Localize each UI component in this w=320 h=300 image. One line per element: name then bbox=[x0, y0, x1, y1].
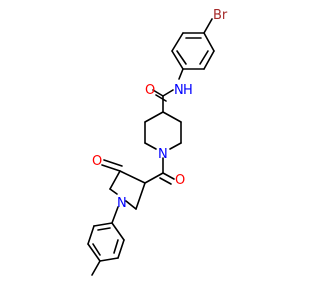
bond bbox=[119, 170, 146, 184]
bonds bbox=[87, 18, 215, 276]
bond bbox=[159, 177, 172, 185]
bond bbox=[162, 111, 182, 123]
amide-nitrogen-label: N bbox=[174, 83, 184, 98]
bond bbox=[135, 182, 146, 210]
molecule-diagram: Br N H O N O O N bbox=[87, 8, 228, 276]
bond bbox=[203, 32, 215, 52]
bond bbox=[101, 164, 121, 172]
bond bbox=[178, 68, 184, 80]
bond bbox=[109, 188, 118, 195]
bond bbox=[144, 172, 164, 184]
bond bbox=[199, 50, 209, 65]
bond bbox=[171, 50, 184, 70]
bond bbox=[99, 257, 119, 262]
bond bbox=[125, 200, 137, 210]
bond bbox=[203, 18, 213, 34]
bond bbox=[103, 159, 123, 167]
amide-hydrogen-label: H bbox=[183, 83, 193, 98]
bond bbox=[87, 243, 101, 262]
pyrrolidine-nitrogen-label: N bbox=[117, 196, 127, 211]
amide-oxygen-label: O bbox=[145, 83, 155, 98]
bond bbox=[203, 50, 215, 70]
bond bbox=[97, 227, 111, 231]
bond bbox=[176, 50, 187, 65]
bond bbox=[169, 142, 182, 150]
bond bbox=[171, 32, 184, 52]
bond bbox=[152, 89, 164, 97]
bond bbox=[162, 89, 174, 97]
bond bbox=[113, 239, 119, 254]
bond bbox=[87, 225, 95, 245]
bond bbox=[117, 239, 125, 259]
bond bbox=[92, 243, 101, 256]
bond bbox=[144, 142, 157, 150]
bond bbox=[144, 111, 164, 123]
bromine-label: Br bbox=[213, 8, 228, 23]
bond bbox=[111, 206, 119, 224]
bond bbox=[162, 172, 175, 180]
structure-canvas: Br N H O N O O N bbox=[87, 8, 228, 276]
ketone-oxygen-label: O bbox=[175, 173, 185, 188]
bond bbox=[93, 222, 113, 227]
bond bbox=[111, 222, 125, 241]
piperidine-nitrogen-label: N bbox=[158, 147, 168, 162]
bond bbox=[91, 260, 101, 276]
bond bbox=[109, 170, 121, 190]
atom-labels: Br N H O N O O N bbox=[92, 8, 228, 211]
bond bbox=[155, 94, 167, 102]
lactam-oxygen-label: O bbox=[92, 154, 102, 169]
